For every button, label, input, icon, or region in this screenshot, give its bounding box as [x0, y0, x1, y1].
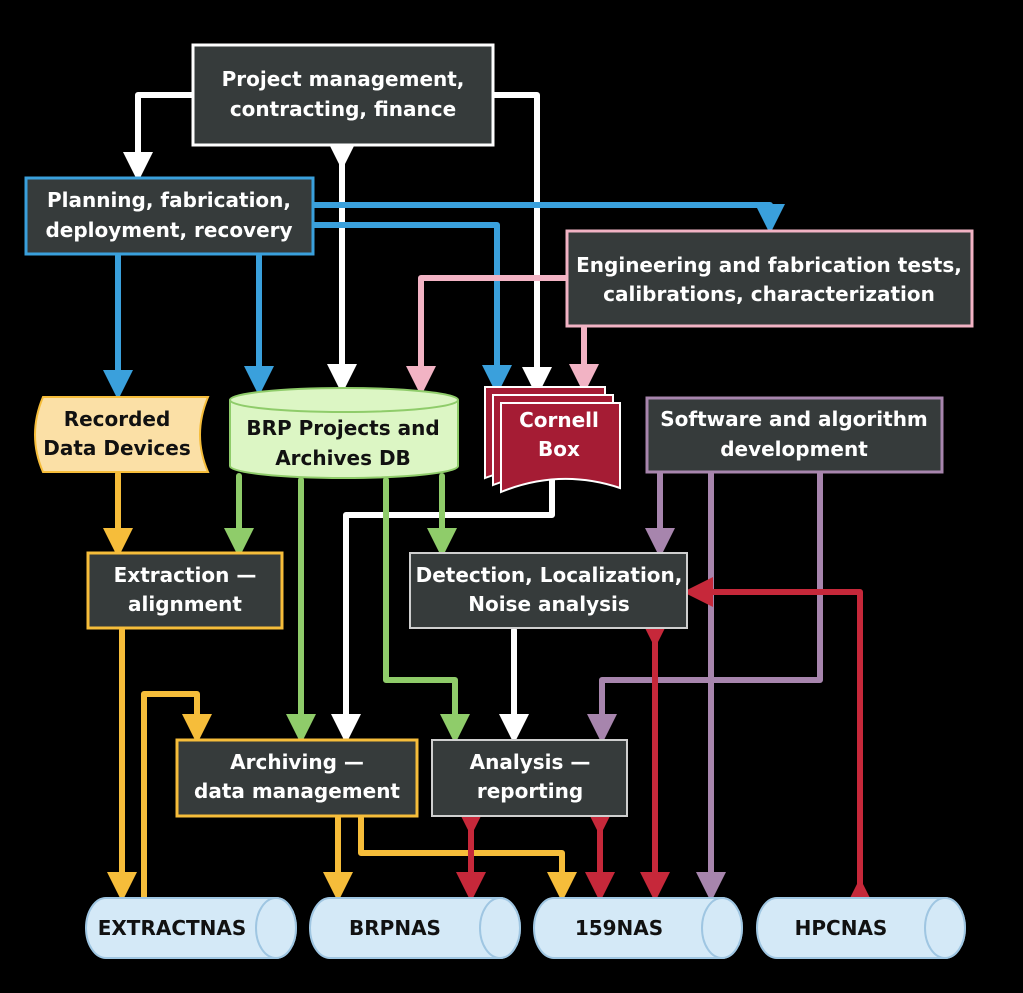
flow-pm-to-cornell	[490, 92, 552, 397]
node-engineering-tests-label-1: Engineering and fabrication tests,	[576, 253, 962, 277]
node-detection-localization: Detection, Localization, Noise analysis	[409, 552, 688, 629]
node-extractnas-label: EXTRACTNAS	[98, 916, 247, 940]
node-hpcnas: HPCNAS	[756, 897, 966, 959]
node-software-development: Software and algorithm development	[645, 396, 944, 474]
connectors	[103, 92, 875, 908]
node-analysis-label-2: reporting	[477, 779, 583, 803]
flow-extractnas-to-archiving	[141, 691, 212, 903]
node-engineering-tests-label-2: calibrations, characterization	[603, 282, 935, 306]
node-archiving-data-management: Archiving — data management	[175, 738, 419, 818]
node-159nas: 159NAS	[533, 897, 743, 959]
node-software-label-2: development	[720, 437, 868, 461]
node-cornell-label-1: Cornell	[519, 408, 599, 432]
node-planning-label-1: Planning, fabrication,	[47, 188, 291, 212]
node-planning-label-2: deployment, recovery	[45, 218, 292, 242]
flow-planning-to-eng	[310, 202, 785, 234]
node-archiving-label-1: Archiving —	[230, 750, 364, 774]
node-project-management-label-1: Project management,	[222, 67, 465, 91]
flow-planning-to-cornell	[310, 222, 512, 395]
node-archiving-label-2: data management	[194, 779, 400, 803]
node-brpnas-label: BRPNAS	[349, 916, 441, 940]
node-hpcnas-label: HPCNAS	[795, 916, 888, 940]
node-brp-db-label-2: Archives DB	[275, 446, 411, 470]
flow-db-to-analysis	[383, 477, 470, 744]
node-brpnas: BRPNAS	[309, 897, 521, 959]
node-extractnas: EXTRACTNAS	[85, 897, 297, 959]
node-extraction-label-1: Extraction —	[114, 563, 257, 587]
node-detection-label-1: Detection, Localization,	[416, 563, 683, 587]
node-engineering-tests: Engineering and fabrication tests, calib…	[565, 229, 974, 328]
node-analysis-reporting: Analysis — reporting	[431, 739, 628, 817]
flow-cornell-to-archiving	[331, 477, 555, 744]
node-brp-db-label-1: BRP Projects and	[246, 416, 439, 440]
flow-eng-to-db	[406, 275, 570, 396]
node-cornell-box: Cornell Box	[484, 386, 621, 494]
node-recorded-label-2: Data Devices	[43, 436, 191, 460]
flow-archiving-to-159nas	[358, 815, 577, 902]
node-extraction-alignment: Extraction — alignment	[86, 551, 284, 630]
node-cornell-label-2: Box	[538, 437, 580, 461]
node-extraction-label-2: alignment	[128, 592, 242, 616]
node-detection-label-2: Noise analysis	[468, 592, 630, 616]
node-recorded-label-1: Recorded	[64, 407, 171, 431]
node-brp-projects-db: BRP Projects and Archives DB	[229, 387, 459, 479]
node-project-management: Project management, contracting, finance	[191, 43, 495, 147]
node-software-label-1: Software and algorithm	[660, 407, 928, 431]
node-project-management-label-2: contracting, finance	[230, 97, 456, 121]
node-analysis-label-1: Analysis —	[470, 750, 591, 774]
node-planning: Planning, fabrication, deployment, recov…	[24, 176, 315, 256]
node-recorded-data-devices: Recorded Data Devices	[34, 396, 210, 473]
flow-pm-to-planning	[123, 92, 196, 182]
flow-hpcnas-detection-bidirectional	[683, 577, 875, 908]
node-159nas-label: 159NAS	[575, 916, 663, 940]
